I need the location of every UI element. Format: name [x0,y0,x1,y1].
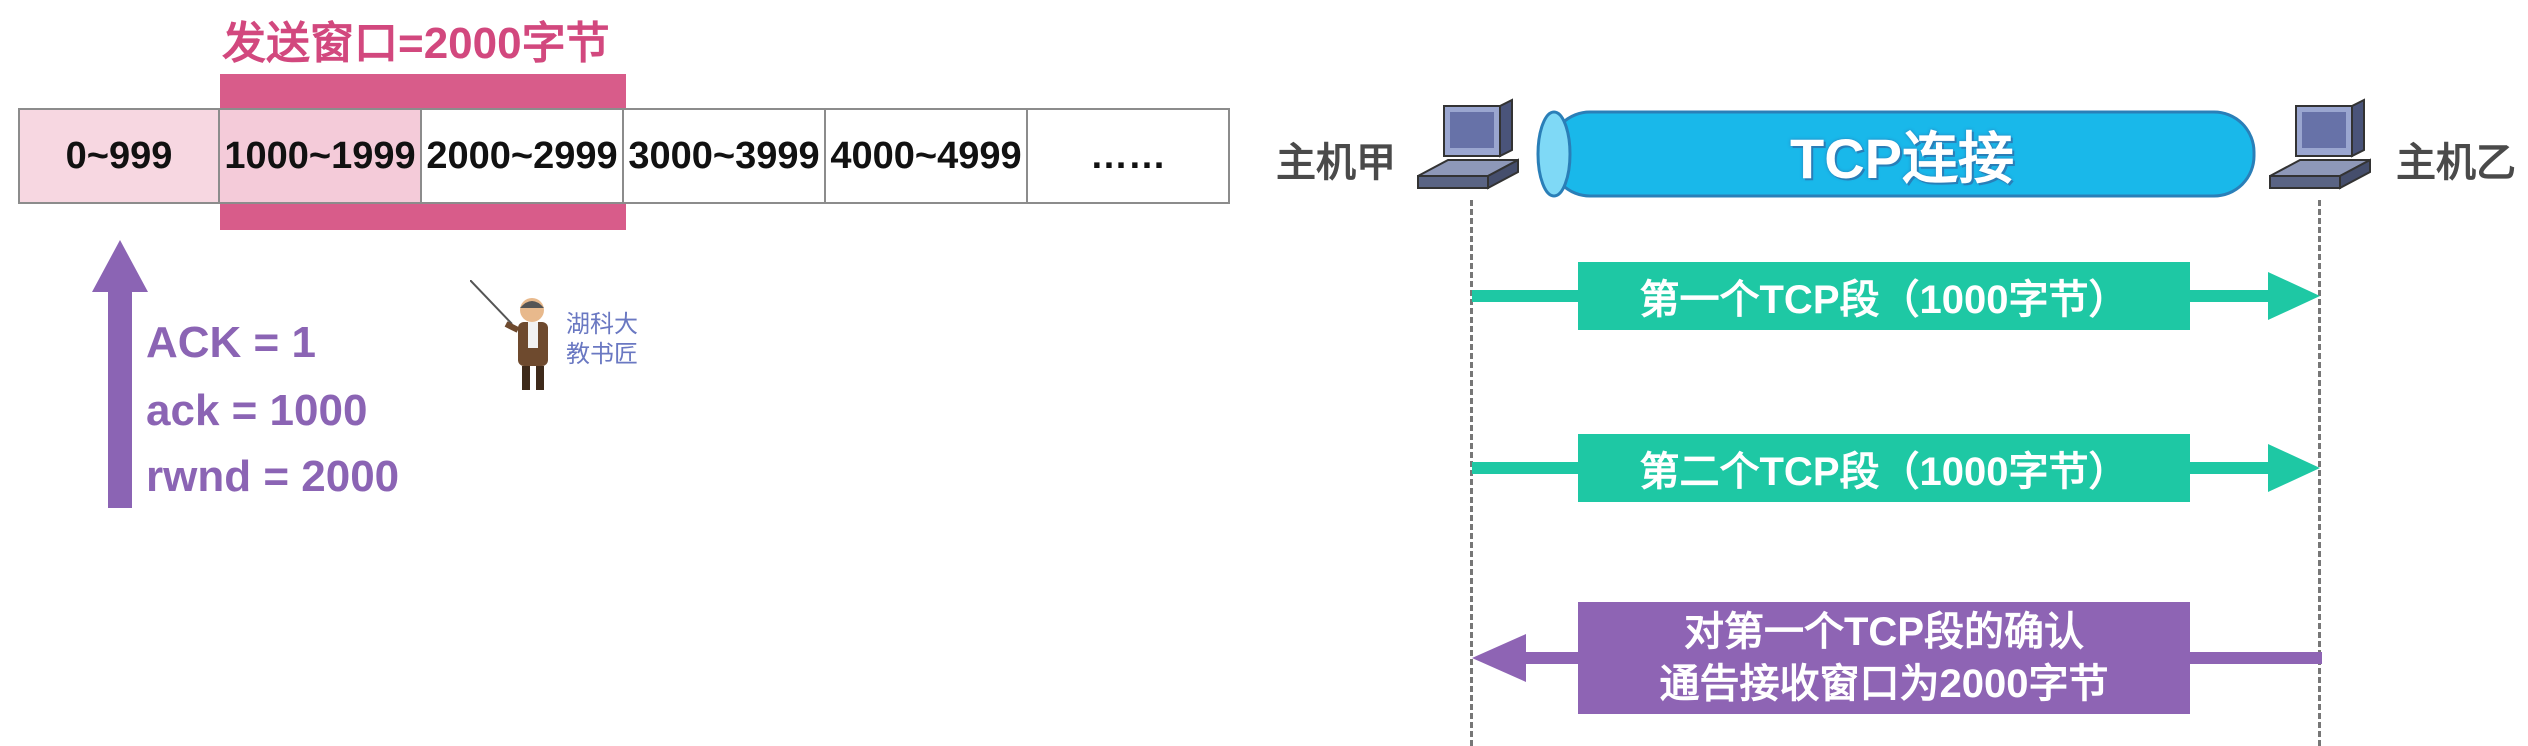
ack-message-line2: 通告接收窗口为2000字节 [1659,662,2109,706]
byte-range-cell: 3000~3999 [624,108,826,204]
host-a-lifeline [1470,200,1473,746]
computer-icon [2269,98,2371,190]
send-window-label: 发送窗口=2000字节 [222,19,610,68]
byte-range-cell: 4000~4999 [826,108,1028,204]
ack-number-text: ack = 1000 [146,386,368,435]
segment-2-box: 第二个TCP段（1000字节） [1578,434,2190,502]
computer-icon [1417,98,1519,190]
segment-1-box: 第一个TCP段（1000字节） [1578,262,2190,330]
byte-range-cell: 0~999 [18,108,220,204]
host-b-lifeline [2318,200,2321,746]
tcp-connection-label: TCP连接 [1790,126,2014,190]
watermark-line2: 教书匠 [566,341,638,368]
byte-range-cell-ellipsis: …… [1028,108,1230,204]
watermark-line1: 湖科大 [566,311,638,338]
send-window-band-top [220,74,626,108]
ack-flag-text: ACK = 1 [146,318,316,367]
tcp-connection-pipe [1536,110,2256,198]
ack-up-arrow-icon [92,240,148,508]
host-a-label: 主机甲 [1276,141,1396,185]
send-window-band-bottom [220,204,626,230]
watermark-text: 湖科大 教书匠 [566,310,656,370]
teacher-mascot-icon [470,280,548,390]
ack-message-box: 对第一个TCP段的确认 通告接收窗口为2000字节 [1578,602,2190,714]
byte-stream: 0~999 1000~1999 2000~2999 3000~3999 4000… [18,108,1230,204]
ack-message-line1: 对第一个TCP段的确认 [1684,610,2084,654]
rwnd-text: rwnd = 2000 [146,452,400,501]
byte-range-cell: 2000~2999 [422,108,624,204]
host-b-label: 主机乙 [2396,141,2516,185]
byte-range-cell: 1000~1999 [220,108,422,204]
